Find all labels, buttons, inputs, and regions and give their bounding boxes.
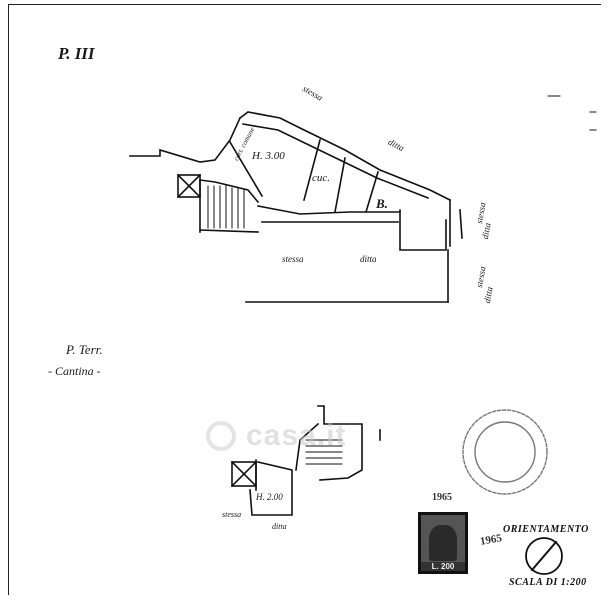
- upper-floor-label: P. III: [58, 44, 95, 63]
- watermark-text: casa.it: [246, 419, 347, 452]
- neighbor-bottom-2: ditta: [360, 254, 377, 264]
- grid-ticks: [547, 95, 597, 131]
- cellar-stair-hatching: [305, 439, 343, 465]
- kitchen-height-label: H. 3.00: [252, 150, 285, 162]
- upper-floor-plan: [129, 111, 463, 303]
- kitchen-label: cuc.: [312, 172, 331, 184]
- orientation-label: ORIENTAMENTO: [503, 524, 589, 535]
- ground-floor-label: P. Terr.: [66, 342, 103, 357]
- watermark-logo-icon: [206, 421, 236, 451]
- cellar-neighbor-1: stessa: [222, 510, 242, 519]
- stamp-portrait: [429, 525, 457, 561]
- cellar-height-label: H. 2.00: [256, 492, 283, 502]
- scale-label: SCALA DI 1:200: [509, 577, 587, 588]
- stair-hatching: [207, 185, 245, 229]
- watermark: casa.it: [206, 412, 406, 460]
- sheet-border: [8, 4, 601, 595]
- compass-icon: [525, 537, 563, 575]
- cellar-neighbor-2: ditta: [272, 522, 287, 531]
- cellar-label: - Cantina -: [48, 364, 101, 378]
- round-stamp: [462, 409, 548, 495]
- cellar-plan: [230, 405, 381, 516]
- bath-label: B.: [376, 196, 388, 211]
- stamp-date-1: 1965: [432, 492, 452, 503]
- stamp-value: L. 200: [421, 562, 465, 571]
- revenue-stamp: L. 200: [418, 512, 468, 574]
- neighbor-bottom-1: stessa: [282, 254, 304, 264]
